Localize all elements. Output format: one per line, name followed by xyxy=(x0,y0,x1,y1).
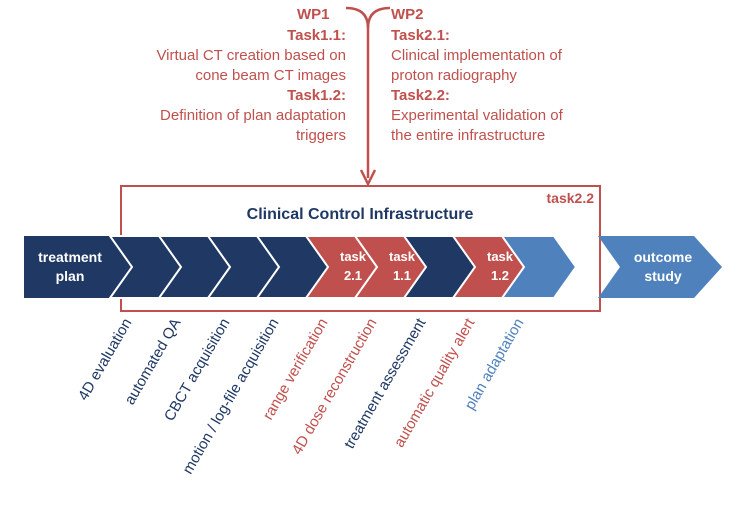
task1-2-line2: triggers xyxy=(295,127,346,144)
start-arrow-line2: plan xyxy=(56,268,85,284)
step-label-6: 4D dose reconstruction xyxy=(289,316,381,458)
chevron-8-line1: task xyxy=(487,249,514,264)
task2-2-line1: Experimental validation of xyxy=(391,107,563,124)
infrastructure-title: Clinical Control Infrastructure xyxy=(247,206,474,223)
task2-2-box-tag: task2.2 xyxy=(547,190,595,206)
wp2-title: WP2 xyxy=(391,6,424,23)
chevron-8-line2: 1.2 xyxy=(491,268,509,283)
step-label-4: motion / log-file acquisition xyxy=(179,316,282,478)
task1-1-label: Task1.1: xyxy=(287,27,346,44)
task1-2-label: Task1.2: xyxy=(287,87,346,104)
task2-1-line1: Clinical implementation of xyxy=(391,47,562,64)
wp1-connector-line xyxy=(345,6,370,178)
task2-2-label: Task2.2: xyxy=(391,87,450,104)
wp2-connector-line xyxy=(366,6,391,29)
task2-1-label: Task2.1: xyxy=(391,27,450,44)
chevron-5-line2: 2.1 xyxy=(344,268,362,283)
outcome-study-arrow xyxy=(598,236,722,298)
chevron-6-line2: 1.1 xyxy=(393,268,411,283)
end-arrow-line1: outcome xyxy=(634,249,693,265)
wp1-task-block: Task1.1: Virtual CT creation based on co… xyxy=(46,26,346,146)
task1-1-line2: cone beam CT images xyxy=(195,67,346,84)
task2-1-line2: proton radiography xyxy=(391,67,517,84)
task1-1-line1: Virtual CT creation based on xyxy=(156,47,346,64)
chevron-9 xyxy=(500,235,578,299)
end-arrow-line2: study xyxy=(644,268,682,284)
start-arrow-line1: treatment xyxy=(38,249,102,265)
task2-2-line2: the entire infrastructure xyxy=(391,127,546,144)
chevron-6-line1: task xyxy=(389,249,416,264)
wp2-task-block: Task2.1: Clinical implementation of prot… xyxy=(391,26,691,146)
chevron-5-line1: task xyxy=(340,249,367,264)
chevron-row: task 2.1 task 1.1 task 1.2 xyxy=(108,235,578,299)
down-arrow-head xyxy=(359,169,377,187)
wp1-title: WP1 xyxy=(297,6,330,23)
task1-2-line1: Definition of plan adaptation xyxy=(160,107,346,124)
